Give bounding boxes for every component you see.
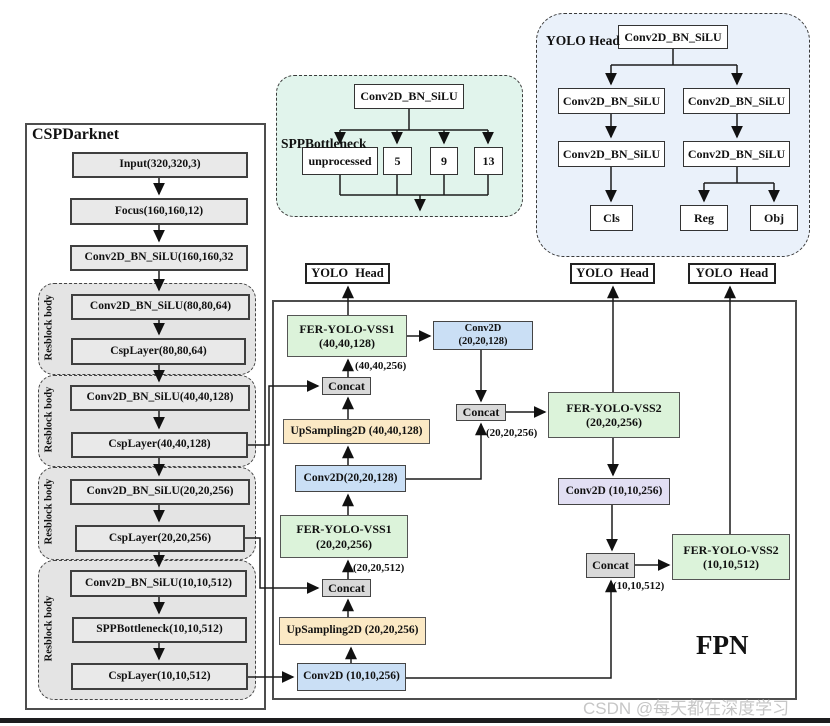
edge-label-p3: (40,40,256) bbox=[355, 360, 407, 372]
spp-branch-5: 5 bbox=[383, 147, 412, 175]
fpn-conv-split-line2: (20,20,128) bbox=[458, 335, 508, 347]
backbone-box-csp20: CspLayer(20,20,256) bbox=[75, 525, 245, 552]
backbone-box-conv20: Conv2D_BN_SiLU(20,20,256) bbox=[70, 479, 250, 505]
head-conv-top: Conv2D_BN_SiLU bbox=[618, 25, 728, 49]
fpn-vss1-p4-line1: FER-YOLO-VSS1 bbox=[296, 522, 392, 537]
edge-label-p4: (20,20,512) bbox=[353, 562, 405, 574]
backbone-box-spp10: SPPBottleneck(10,10,512) bbox=[72, 617, 247, 643]
fpn-vss2-p4-line1: FER-YOLO-VSS2 bbox=[566, 400, 662, 415]
edge-label-p5: (10,10,512) bbox=[613, 580, 665, 592]
fpn-vss2-p5: FER-YOLO-VSS2 (10,10,512) bbox=[672, 534, 790, 580]
spp-branch-13: 13 bbox=[474, 147, 503, 175]
fpn-vss1-p4: FER-YOLO-VSS1 (20,20,256) bbox=[280, 515, 408, 558]
fpn-conv-split: Conv2D (20,20,128) bbox=[433, 321, 533, 350]
cspdarknet-title: CSPDarknet bbox=[32, 126, 120, 143]
resblock-label-2: Resblock body bbox=[43, 386, 55, 453]
fpn-conv-down: Conv2D (10,10,256) bbox=[558, 478, 670, 505]
backbone-box-focus: Focus(160,160,12) bbox=[70, 198, 248, 225]
spp-title: SPPBottleneck bbox=[281, 136, 367, 151]
fpn-vss1-p4-line2: (20,20,256) bbox=[316, 536, 372, 551]
fpn-vss2-p4-line2: (20,20,256) bbox=[586, 415, 642, 429]
spp-conv-box: Conv2D_BN_SiLU bbox=[354, 84, 464, 109]
head-output-reg: Reg bbox=[680, 205, 728, 231]
fpn-conv-p5-input: Conv2D (10,10,256) bbox=[297, 663, 406, 691]
fpn-concat-mid: Concat bbox=[456, 404, 506, 421]
fpn-conv-reduce: Conv2D(20,20,128) bbox=[295, 465, 406, 492]
yolo-head-box-p5: YOLO Head bbox=[688, 263, 776, 284]
fpn-vss1-p3-line1: FER-YOLO-VSS1 bbox=[299, 321, 395, 336]
head-conv-left-2: Conv2D_BN_SiLU bbox=[558, 141, 665, 167]
fpn-vss2-p5-line1: FER-YOLO-VSS2 bbox=[683, 542, 779, 557]
spp-branch-9: 9 bbox=[430, 147, 458, 175]
backbone-box-conv80: Conv2D_BN_SiLU(80,80,64) bbox=[71, 294, 250, 320]
head-conv-left-1: Conv2D_BN_SiLU bbox=[558, 88, 665, 114]
fpn-vss2-p4: FER-YOLO-VSS2 (20,20,256) bbox=[548, 392, 680, 438]
bottom-border-bar bbox=[0, 718, 830, 723]
backbone-box-input: Input(320,320,3) bbox=[72, 152, 248, 178]
fpn-vss1-p3-line2: (40,40,128) bbox=[319, 336, 375, 350]
resblock-label-3: Resblock body bbox=[43, 478, 55, 545]
fpn-container bbox=[272, 300, 797, 700]
fpn-title: FPN bbox=[696, 630, 749, 660]
edge-label-p4-mid: (20,20,256) bbox=[486, 427, 538, 439]
spp-branch-unprocessed: unprocessed bbox=[302, 147, 378, 175]
fpn-concat-p3: Concat bbox=[322, 377, 371, 395]
csdn-watermark: CSDN @每天都在深度学习 bbox=[583, 699, 790, 718]
fpn-concat-p5: Concat bbox=[586, 553, 635, 578]
resblock-label-1: Resblock body bbox=[43, 294, 55, 361]
head-conv-right-2: Conv2D_BN_SiLU bbox=[683, 141, 790, 167]
fpn-vss2-p5-line2: (10,10,512) bbox=[703, 557, 759, 571]
yolo-head-box-p4: YOLO Head bbox=[570, 263, 655, 284]
fpn-concat-p4: Concat bbox=[322, 579, 371, 597]
head-conv-right-1: Conv2D_BN_SiLU bbox=[683, 88, 790, 114]
yolo-head-box-p3: YOLO Head bbox=[305, 263, 390, 284]
fpn-upsample-p4: UpSampling2D (20,20,256) bbox=[279, 617, 426, 645]
backbone-box-csp80: CspLayer(80,80,64) bbox=[71, 338, 246, 365]
fpn-vss1-p3: FER-YOLO-VSS1 (40,40,128) bbox=[287, 315, 407, 357]
backbone-box-conv40: Conv2D_BN_SiLU(40,40,128) bbox=[70, 385, 250, 411]
backbone-box-conv160: Conv2D_BN_SiLU(160,160,32 bbox=[70, 245, 248, 271]
backbone-box-conv10: Conv2D_BN_SiLU(10,10,512) bbox=[70, 570, 247, 597]
resblock-label-4: Resblock body bbox=[43, 595, 55, 662]
spp-container bbox=[276, 75, 523, 217]
backbone-box-csp10: CspLayer(10,10,512) bbox=[71, 663, 248, 690]
backbone-box-csp40: CspLayer(40,40,128) bbox=[71, 432, 248, 458]
head-output-obj: Obj bbox=[750, 205, 798, 231]
fpn-upsample-p3: UpSampling2D (40,40,128) bbox=[283, 419, 430, 444]
yolo-head-title: YOLO Head bbox=[546, 33, 620, 48]
fpn-conv-split-line1: Conv2D bbox=[464, 322, 502, 334]
head-output-cls: Cls bbox=[590, 205, 633, 231]
